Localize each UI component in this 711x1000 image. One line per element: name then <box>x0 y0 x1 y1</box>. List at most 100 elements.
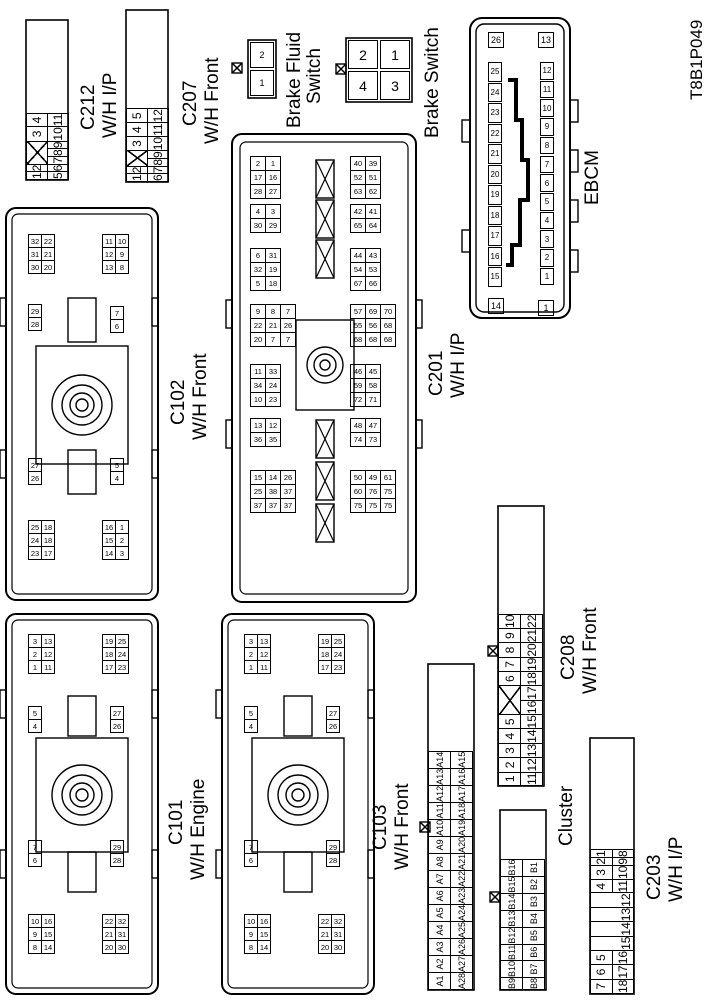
c207-pin: 11 <box>147 122 169 137</box>
ebcm-latch <box>569 99 579 123</box>
c102-pad-group-pin: 3 <box>115 546 129 560</box>
bfs-pin: 2 <box>250 42 274 68</box>
lock-icon <box>487 645 499 657</box>
c102-center-frame <box>35 345 129 465</box>
cluster-b-pin: B2 <box>522 876 545 894</box>
c201-pad-group-pin: 18 <box>265 276 281 291</box>
ebcm-pin: 26 <box>488 32 504 48</box>
c201-pad-group-pin: 16 <box>265 170 281 185</box>
c203-pin: 15 <box>590 936 634 951</box>
cluster-a-pin: A4 <box>428 921 451 939</box>
lock-icon <box>489 891 501 903</box>
c203-pin: 14 <box>590 921 634 937</box>
c103-location: W/H Front <box>392 783 413 870</box>
c103-pad-group-pin: 25 <box>331 634 345 648</box>
bsw-pin: 2 <box>348 40 378 69</box>
c212-location: W/H I/P <box>100 72 121 138</box>
c103-pad-group-pin: 29 <box>326 840 340 854</box>
lock-icon <box>335 63 347 75</box>
cluster-a-pin: A7 <box>428 870 451 888</box>
c103-pad-group-pin: 22 <box>318 914 332 928</box>
c208-pin: 1 <box>498 772 521 786</box>
c101-name: C101 <box>166 799 187 845</box>
c102-pad-group-pin: 28 <box>28 317 42 331</box>
c101-side-latch <box>0 849 7 879</box>
c101-bolt-ring <box>69 782 95 808</box>
c212-pin: 11 <box>47 113 69 127</box>
c201-location: W/H I/P <box>448 332 469 398</box>
c103-pad-group-pin: 23 <box>331 660 345 674</box>
c103-pad-group-pin: 32 <box>331 914 345 928</box>
c212-blank-cell <box>26 141 48 165</box>
c201-blank-cell <box>315 419 335 459</box>
c201-blank-cell <box>315 159 335 199</box>
c102-pad-group-pin: 25 <box>28 520 42 534</box>
ebcm-pin: 24 <box>488 82 502 102</box>
c201-pad-group-pin: 64 <box>365 218 381 233</box>
c201-pad-group-pin: 71 <box>365 392 381 407</box>
cluster-a-pin: A15 <box>450 751 473 769</box>
brake-switch-name: Brake Switch <box>422 27 443 138</box>
c101-pad-group-pin: 27 <box>110 706 124 720</box>
cluster-a-pin: A26 <box>450 938 473 956</box>
lock-icon <box>489 891 501 903</box>
reference-code: T8B1P049 <box>687 19 706 100</box>
c201-pad-group-pin: 65 <box>350 218 366 233</box>
cluster-b-pin: B6 <box>522 944 545 961</box>
cluster-a-pin: A19 <box>450 819 473 837</box>
c208-pin: 10 <box>498 614 521 629</box>
ebcm-pin: 15 <box>488 267 502 287</box>
c201-pad-group-pin: 7 <box>280 304 296 319</box>
c201-pad-group-pin: 12 <box>265 418 281 433</box>
c203-pin: 11 <box>612 879 634 893</box>
c203-pin: 13 <box>590 907 634 922</box>
c208-pin: 6 <box>498 671 521 686</box>
c102-pad-group-pin: 31 <box>28 247 42 261</box>
c201-pad-group-pin: 22 <box>250 318 266 333</box>
c207-pin: 7 <box>147 166 169 174</box>
c103-pad-group-pin: 5 <box>244 706 258 720</box>
c103-side-latch <box>215 689 223 719</box>
ebcm-pin: 8 <box>540 136 554 155</box>
bsw-pin: 3 <box>380 71 410 100</box>
c102-pad-group-pin: 22 <box>41 234 55 248</box>
ebcm-pin: 11 <box>540 80 554 99</box>
c101-bolt-ring <box>51 764 113 826</box>
c103-side-latch <box>367 849 375 879</box>
c208-pin: 17 <box>520 685 543 701</box>
c101-outline <box>5 613 159 995</box>
cluster-a-outline <box>427 663 475 991</box>
bfs-pin: 1 <box>250 70 274 96</box>
cluster-a-pin: A3 <box>428 938 451 956</box>
c207-outline <box>125 9 169 183</box>
c102-location: W/H Front <box>190 353 211 440</box>
c201-pad-group-pin: 26 <box>280 318 296 333</box>
c207-pin: 6 <box>147 173 169 182</box>
c103-name: C103 <box>370 804 391 850</box>
c103-pad-group-pin: 9 <box>244 927 258 941</box>
c203-pin: 18 <box>612 979 634 994</box>
c201-pad-group-pin: 45 <box>365 364 381 379</box>
c102-pad-group-pin: 30 <box>28 260 42 274</box>
c102-key-slot <box>67 297 97 343</box>
c201-blank-cell <box>315 503 335 543</box>
c212-pin: 2 <box>26 164 48 172</box>
c212-outline <box>25 19 69 181</box>
cluster-a-pin: A9 <box>428 836 451 854</box>
cluster-b-pin: B4 <box>522 910 545 928</box>
brake-switch-connector: 2 4 1 3 <box>346 38 412 102</box>
bsw-pin: 1 <box>380 40 410 69</box>
c101-pad-group-pin: 12 <box>41 647 55 661</box>
